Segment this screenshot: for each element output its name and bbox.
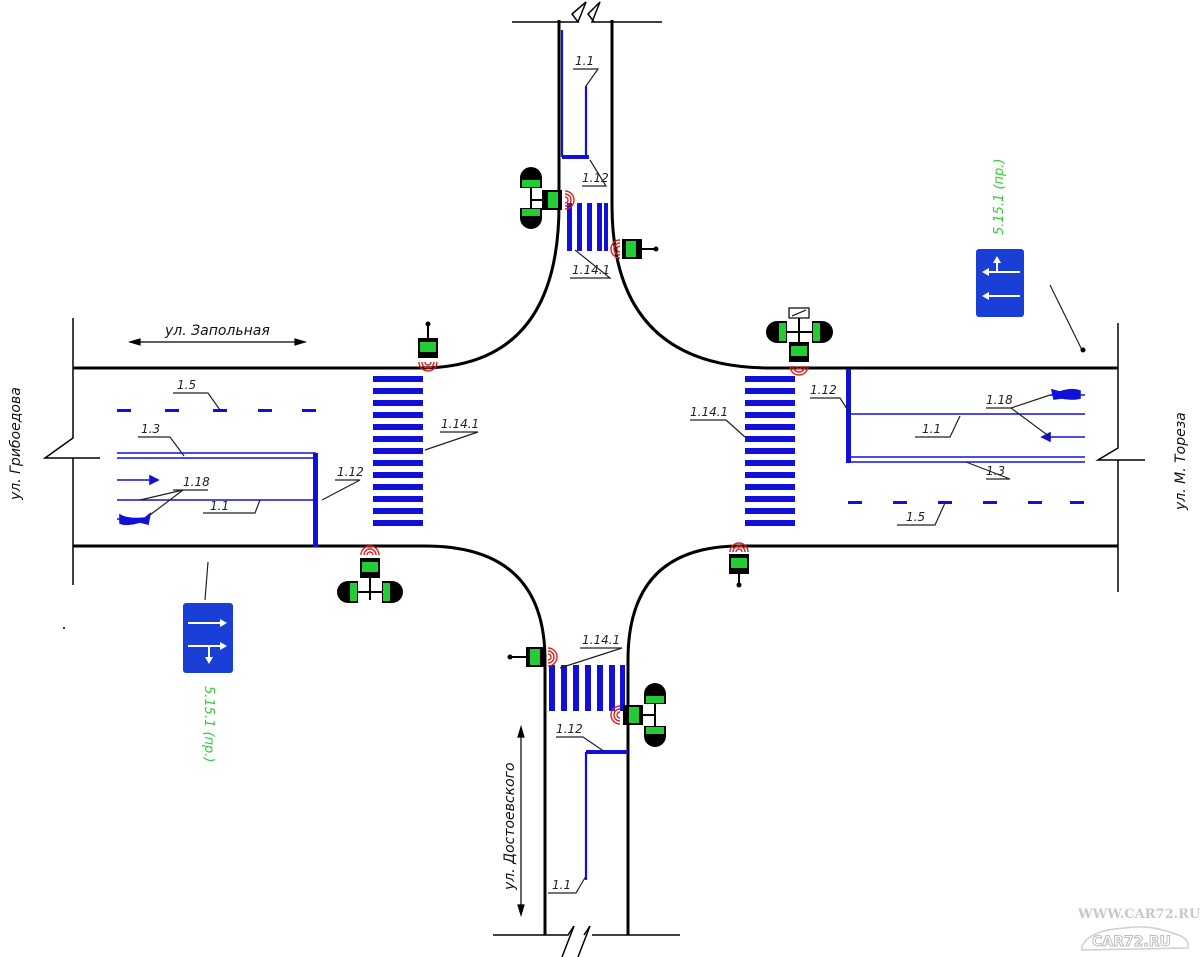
stop-line-east [846,369,851,463]
label-1-1-west: 1.1 [210,499,229,513]
traffic-signal-se [729,542,749,588]
lane-sign-west [183,603,233,673]
lane-sign-east [976,249,1024,317]
crosswalk-east [745,376,795,526]
watermark-url: WWW.CAR72.RU [1077,907,1200,922]
label-1-5-east: 1.5 [906,510,925,524]
label-1-5-west: 1.5 [177,378,196,392]
stop-line-north [562,155,589,159]
traffic-signal-ne [610,239,659,259]
lane-arrows [117,388,1085,526]
crosswalk-north [567,203,608,251]
label-1-18-east: 1.18 [986,393,1013,407]
lane-sign-west-code: 5.15.1 (пр.) [201,686,216,763]
label-1-18-west: 1.18 [183,475,210,489]
leader-lines [138,68,1083,894]
crosswalk-west [373,376,423,526]
street-label-toreza: ул. М. Тореза [1173,412,1189,511]
label-1-1-north: 1.1 [575,54,594,68]
label-1-3-east: 1.3 [986,464,1005,478]
street-label-griboedova: ул. Грибоедова [8,387,24,501]
lane-lines [117,30,1085,880]
road-edges [73,20,1118,935]
label-1-12-west: 1.12 [337,465,364,479]
break-lines [42,1,1145,957]
traffic-signal-w-top [418,321,438,372]
crosswalk-south [549,665,625,711]
street-label-zapolnaya: ул. Запольная [164,323,270,339]
traffic-signal-e-top [766,307,833,376]
label-1-14-1-east: 1.14.1 [690,405,728,419]
label-1-1-east: 1.1 [922,422,941,436]
street-arrows [127,338,525,918]
traffic-signal-sw [337,545,403,603]
label-1-1-south: 1.1 [552,878,571,892]
watermark-logo: CAR72.RU [1092,934,1171,950]
lane-sign-east-code: 5.15.1 (пр.) [992,158,1007,235]
label-1-12-south: 1.12 [556,722,583,736]
label-1-14-1-west: 1.14.1 [441,417,479,431]
traffic-signal-nw [520,167,575,229]
traffic-signal-s-left [507,647,558,667]
traffic-signal-s-right [610,683,666,747]
watermark: WWW.CAR72.RU CAR72.RU [1077,907,1200,951]
label-1-14-1-south: 1.14.1 [582,633,620,647]
label-1-14-1-north: 1.14.1 [572,263,610,277]
label-1-12-east: 1.12 [810,383,837,397]
stop-line-south [586,750,628,754]
label-1-12-north: 1.12 [582,171,609,185]
street-label-dostoevskogo: ул. Достоевского [502,762,518,891]
road-markings [117,155,1084,754]
label-1-3-west: 1.3 [141,422,160,436]
